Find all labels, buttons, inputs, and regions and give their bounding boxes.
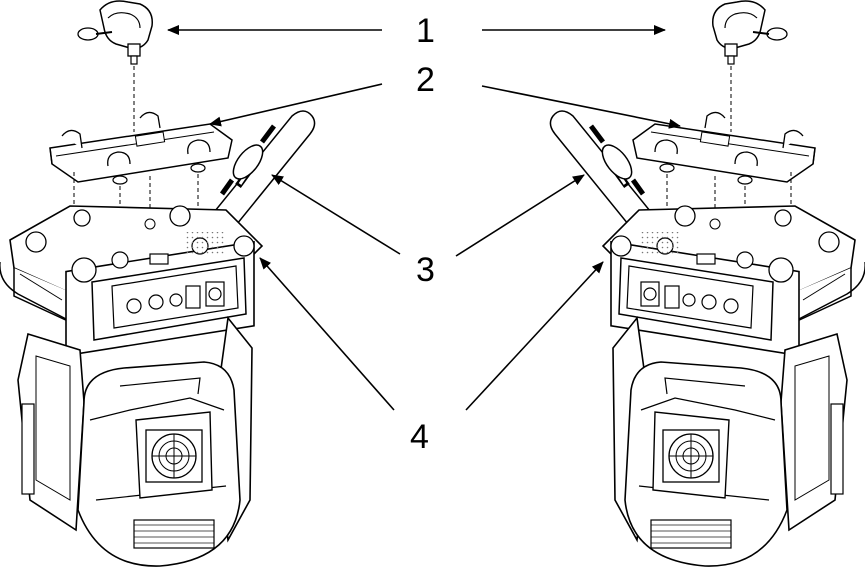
arrow-2-right xyxy=(481,85,681,129)
callout-label-1: 1 xyxy=(416,12,435,50)
fixture-right xyxy=(550,1,865,566)
callout-label-4: 4 xyxy=(410,418,429,456)
arrow-3-left xyxy=(271,174,401,255)
callout-arrows xyxy=(167,25,681,411)
callout-label-3: 3 xyxy=(416,251,435,289)
arrow-3-right xyxy=(455,174,585,257)
callout-label-2: 2 xyxy=(416,61,435,99)
arrow-4-right xyxy=(465,261,604,411)
arrow-2-left xyxy=(209,83,383,127)
arrow-4-left xyxy=(259,257,395,411)
fixture-left xyxy=(0,1,315,566)
